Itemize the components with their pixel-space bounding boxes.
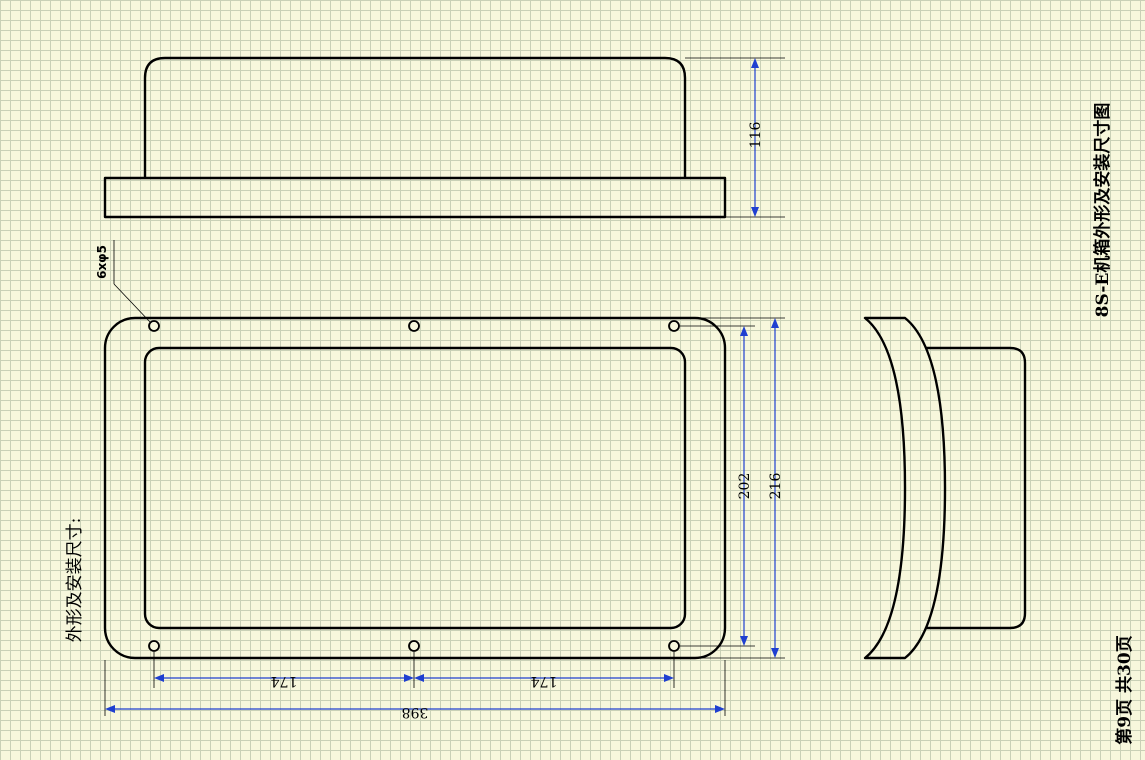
arrow-head [751,207,759,217]
front-outer-frame [103,316,727,660]
profile-view [863,316,1027,660]
dimension-label-174-left: 174 [271,673,298,689]
dimension-label-202: 202 [737,473,753,500]
mounting-hole [668,320,680,332]
arrow-head [740,326,748,336]
profile-body [926,346,1027,630]
arrow-head [105,705,115,713]
dimension-label-116: 116 [748,122,764,149]
section-label: 外形及安装尺寸: [65,518,85,643]
mounting-hole [668,640,680,652]
arrow-head [154,674,164,682]
arrow-head [664,674,674,682]
arrow-head [751,58,759,68]
side-view: 116 [103,56,785,219]
arrow-head [715,705,725,713]
mounting-hole [148,320,160,332]
front-inner-opening [143,346,687,630]
side-view-body [143,56,687,178]
arrow-head [404,674,414,682]
drawing-title: 8S-E机箱外形及安装尺寸图 [1092,103,1113,318]
dimension-label-398: 398 [402,704,429,720]
dimension-label-174-right: 174 [531,673,558,689]
arrow-head [740,636,748,646]
front-view: 6xφ5 202 216 174 174 [95,240,785,720]
mounting-hole [408,320,420,332]
arrow-head [414,674,424,682]
page-info: 第9页 共30页 [1114,635,1135,744]
arrow-head [771,318,779,328]
dimension-label-216: 216 [768,473,784,500]
leader-line [113,283,151,323]
arrow-head [771,648,779,658]
profile-front-bezel [863,316,947,660]
mounting-hole [148,640,160,652]
side-view-flange [103,176,727,219]
mounting-hole [408,640,420,652]
hole-callout: 6xφ5 [95,245,109,279]
